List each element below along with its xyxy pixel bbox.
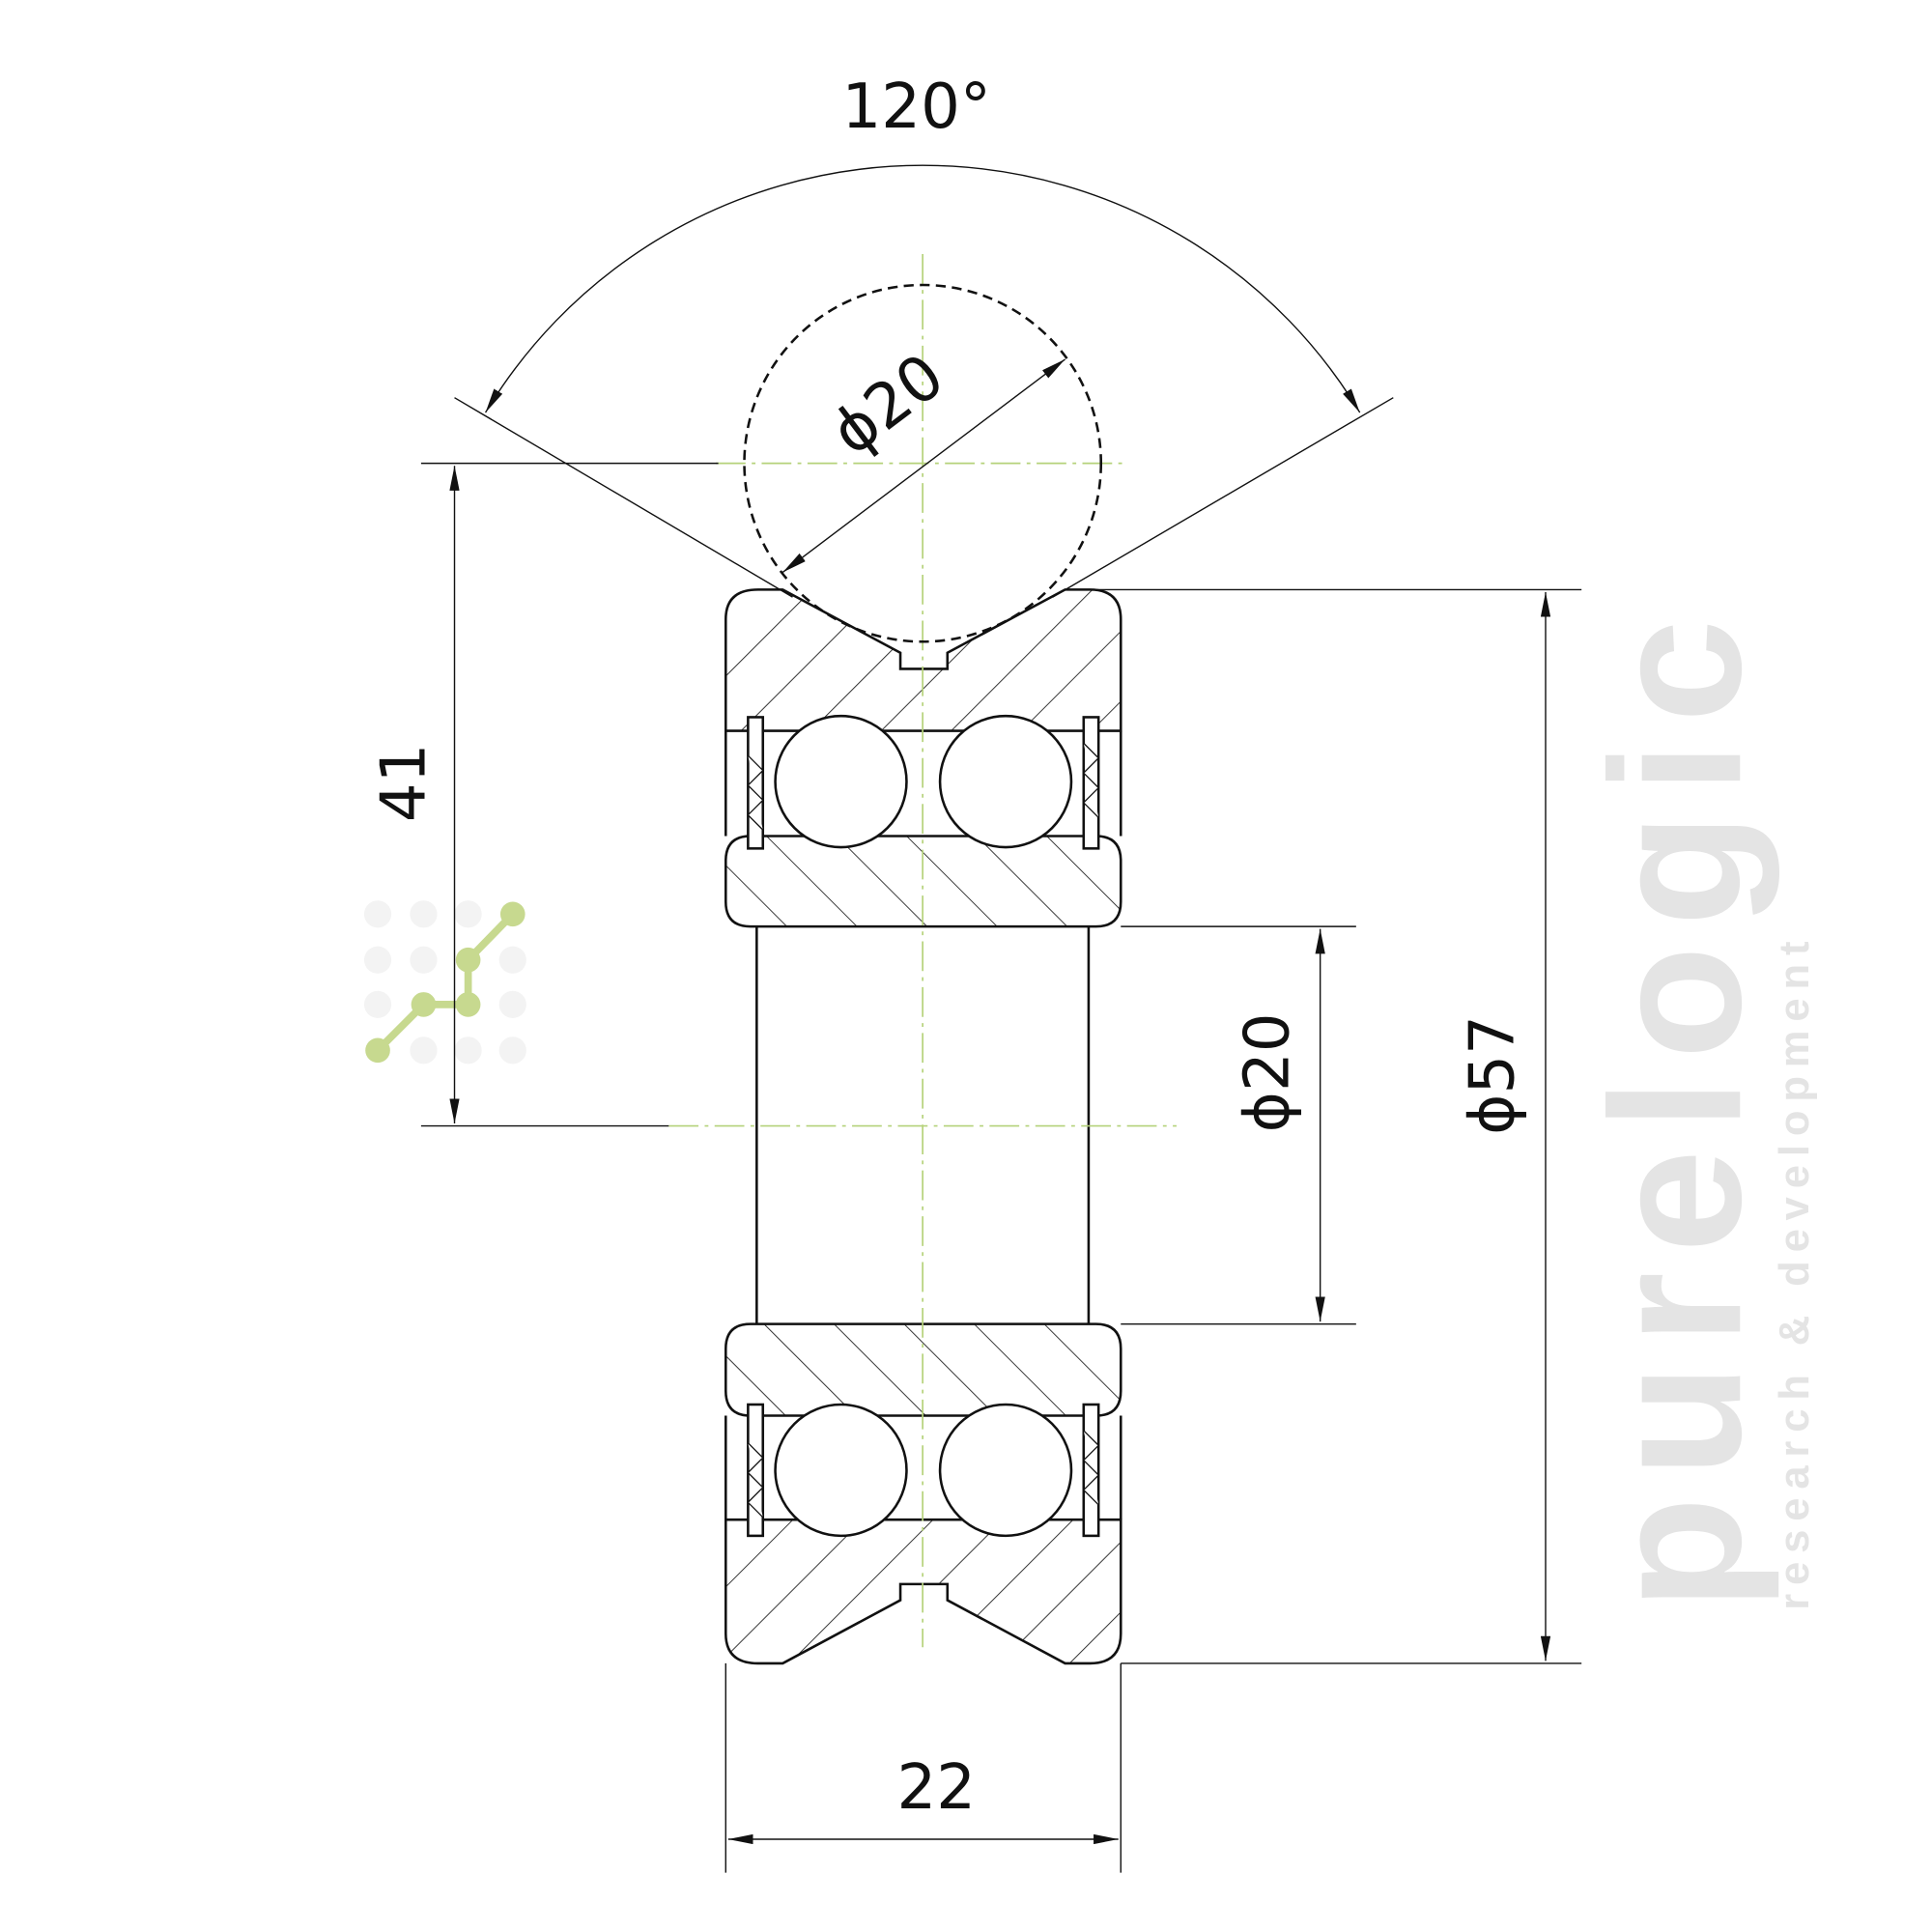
angle-dimension: 120° [842,71,991,143]
watermark-tagline: research & development [1772,941,1818,1609]
inner-ring-top [724,835,1122,928]
watermark-brand: purelogic [1572,619,1779,1610]
balls [774,714,1073,1538]
ball [938,1403,1073,1538]
wire-profile-circle [743,283,1103,643]
ball-diameter-dimension: ϕ20 [819,340,957,469]
watermark-logo [363,900,526,1065]
ball [774,714,908,849]
bore-diameter-dimension: ϕ20 [1232,1012,1303,1132]
width-dimension: 22 [896,1752,976,1824]
dimension-lines [420,164,1582,1873]
outer-diameter-dimension: ϕ57 [1458,1015,1529,1135]
seals [747,716,1100,1538]
height-dimension: 41 [369,744,440,823]
ball [938,714,1073,849]
ball [774,1403,908,1538]
outer-ring-bottom [724,1518,1122,1665]
outer-ring-top [724,588,1122,732]
